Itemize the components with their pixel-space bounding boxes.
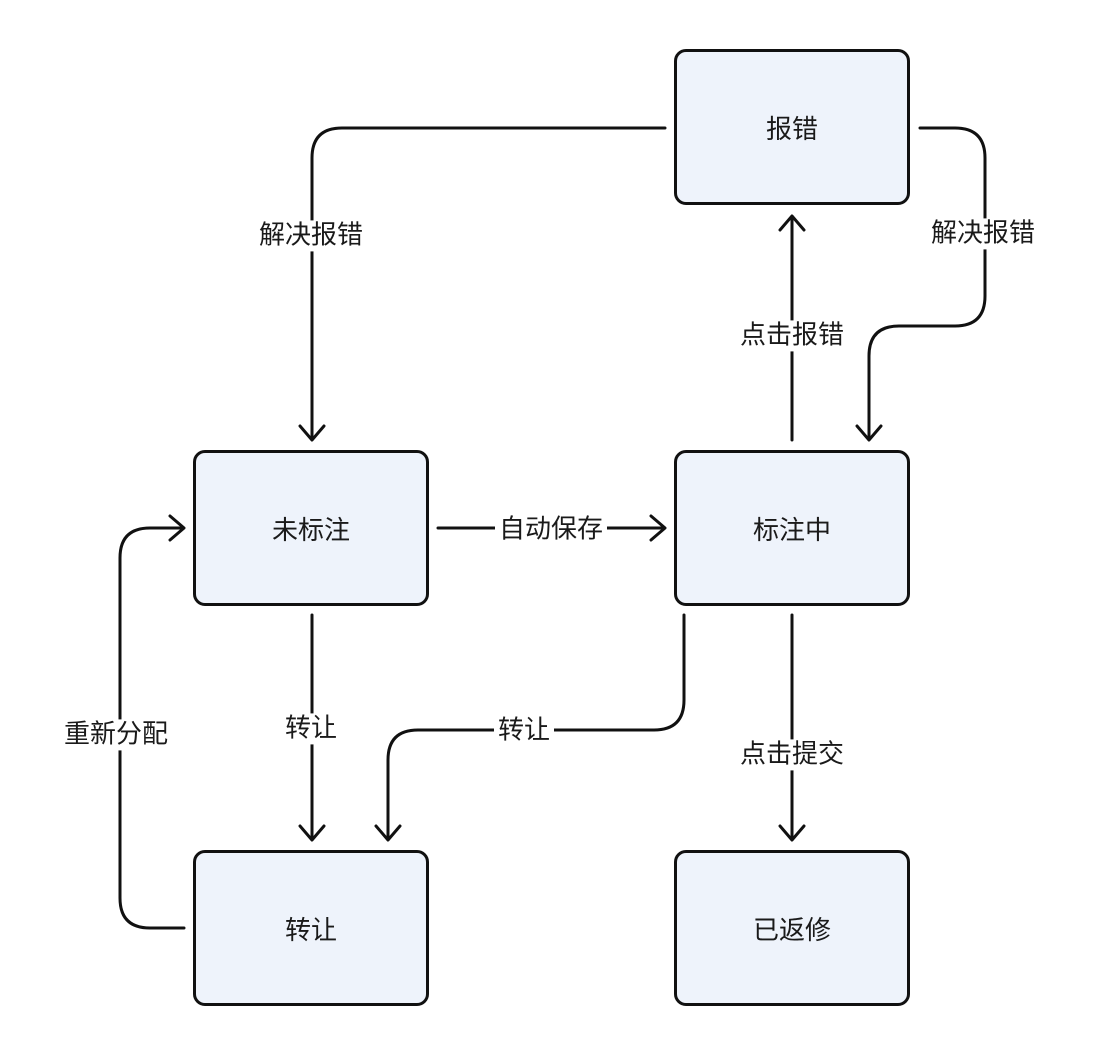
- node-report: 报错: [674, 49, 910, 205]
- arrowhead-resolve-right: [855, 424, 883, 442]
- arrowhead-transfer-2: [374, 824, 402, 842]
- edge-label-autosave: 自动保存: [494, 514, 608, 546]
- edge-label-click-submit: 点击提交: [735, 739, 849, 771]
- arrowhead-reassign: [168, 514, 186, 542]
- arrowhead-resolve-left: [298, 424, 326, 442]
- edge-label-click-report: 点击报错: [735, 320, 849, 352]
- node-unlabeled: 未标注: [193, 450, 429, 606]
- edge-label-resolve-left: 解决报错: [254, 220, 368, 252]
- edge-label-reassign: 重新分配: [59, 719, 173, 751]
- edge-label-transfer-2: 转让: [493, 715, 555, 747]
- edge-resolve-left: [310, 126, 667, 440]
- node-labeling: 标注中: [674, 450, 910, 606]
- arrowhead-click-report: [778, 214, 806, 232]
- arrowhead-click-submit: [778, 824, 806, 842]
- edge-label-transfer-1: 转让: [280, 713, 342, 745]
- node-returned: 已返修: [674, 850, 910, 1006]
- arrowhead-autosave: [649, 514, 667, 542]
- edge-label-resolve-right: 解决报错: [926, 218, 1040, 250]
- arrowhead-transfer-1: [298, 824, 326, 842]
- edge-resolve-right: [867, 126, 987, 440]
- node-transfer: 转让: [193, 850, 429, 1006]
